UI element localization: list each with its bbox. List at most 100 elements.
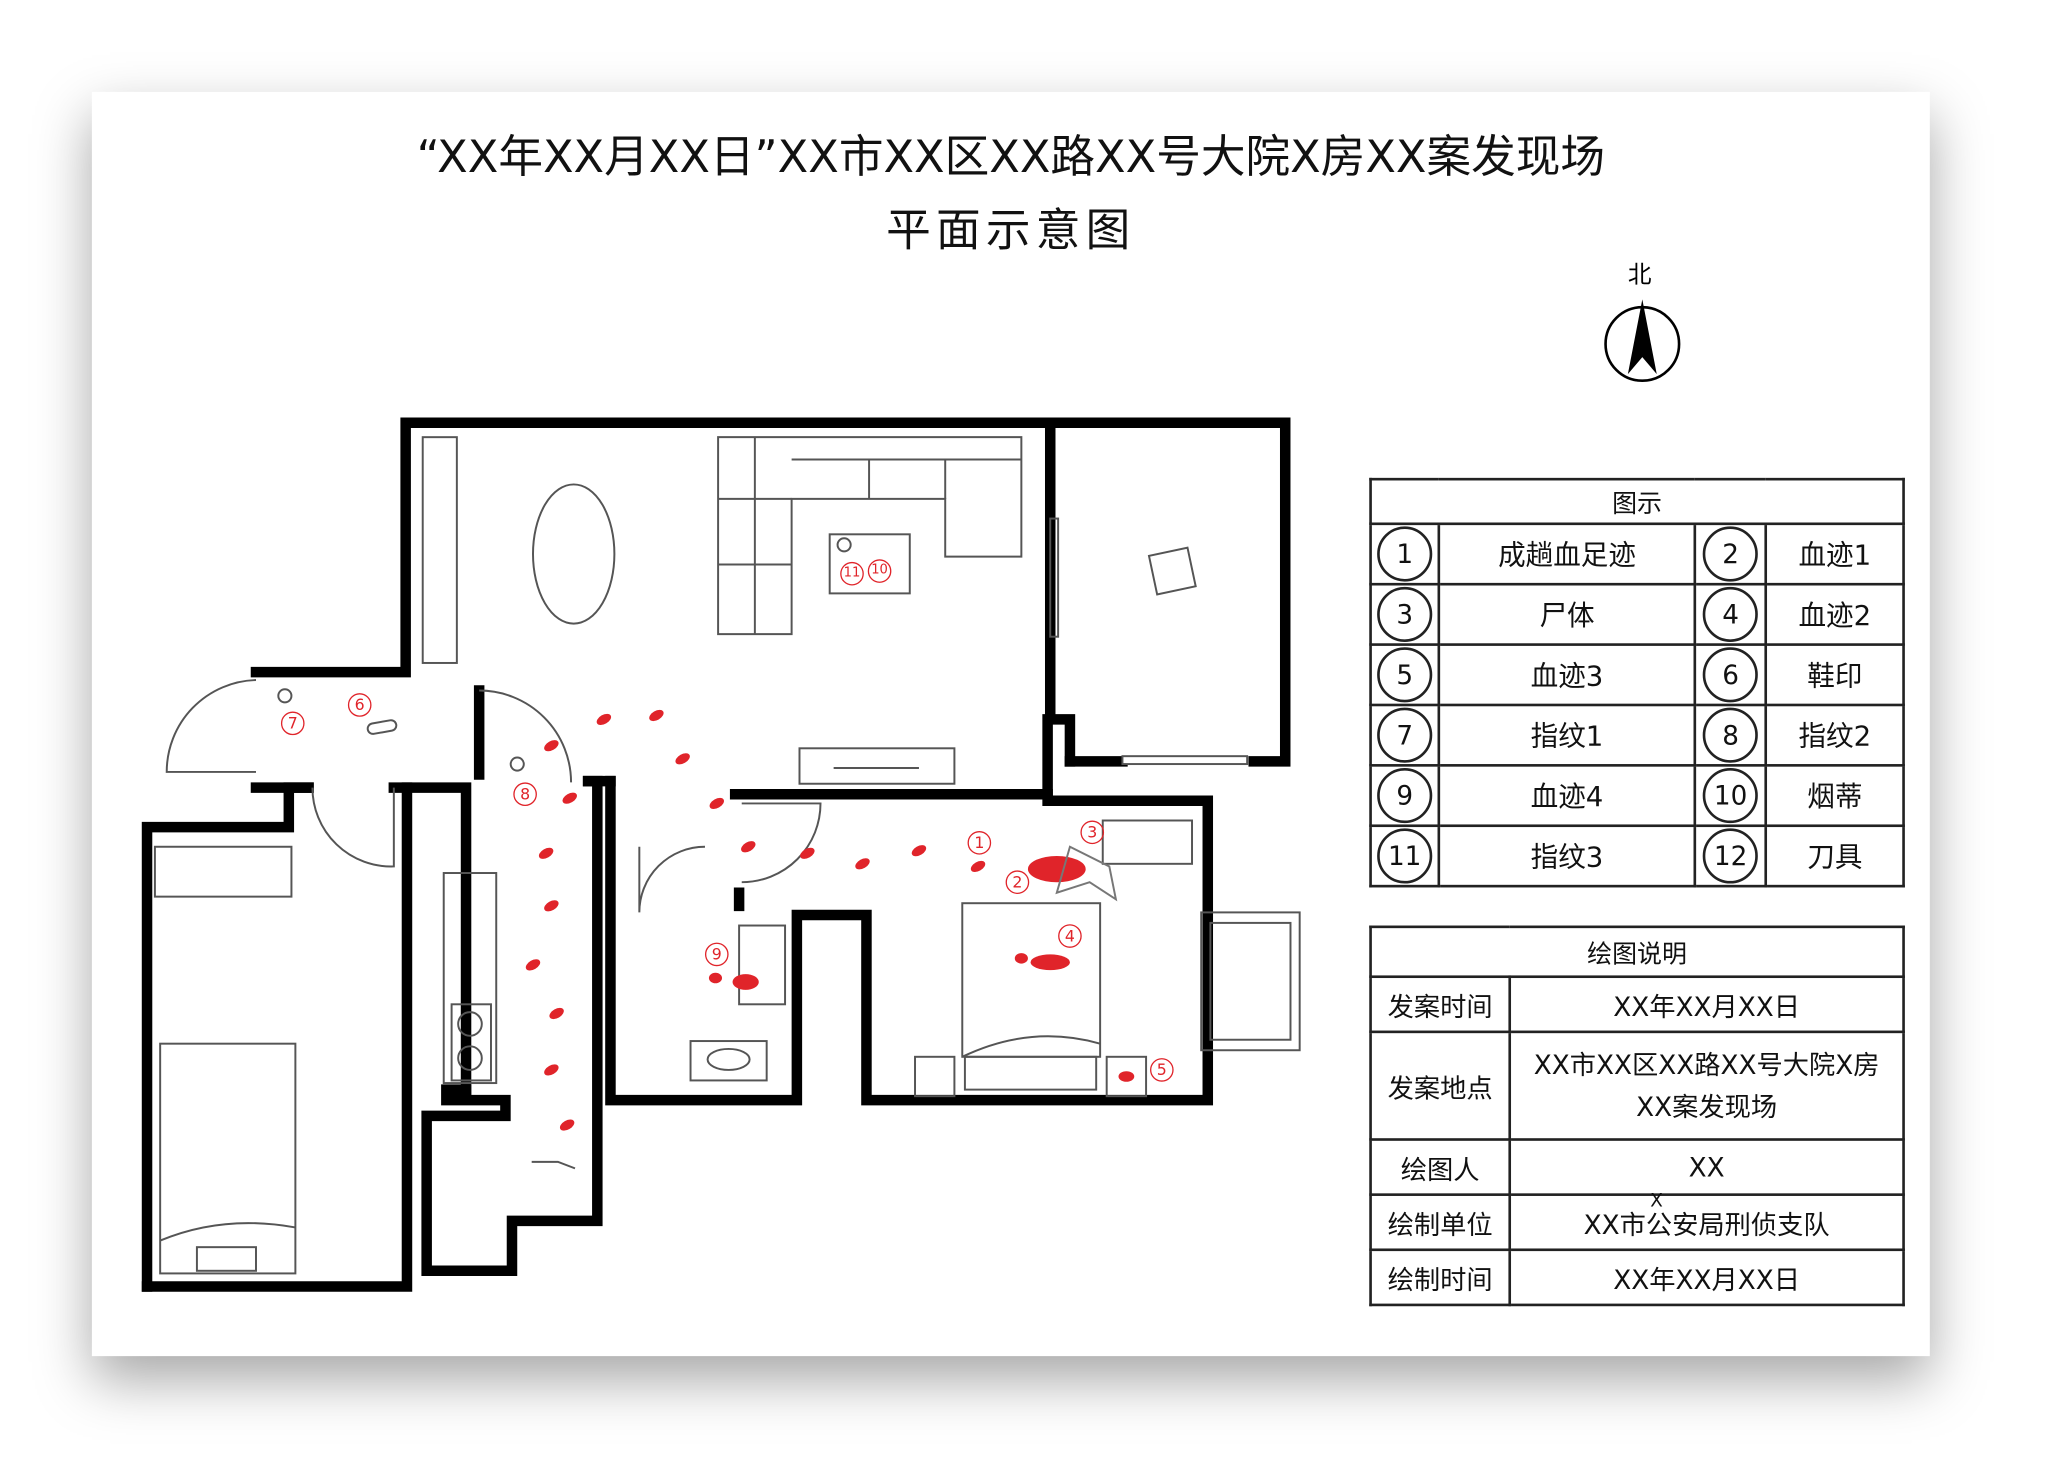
desc-value: XX年XX月XX日	[1508, 975, 1905, 1034]
legend-num: 1	[1377, 526, 1433, 582]
blood-footprint-icon	[538, 847, 554, 859]
shoe-print-icon	[366, 719, 398, 735]
legend-label: 血迹1	[1764, 522, 1905, 586]
blood-footprint-icon	[544, 900, 559, 912]
legend-num: 9	[1377, 767, 1433, 824]
evidence-marker-7: 7	[280, 711, 305, 736]
balcony-sink	[1200, 911, 1301, 1052]
legend-label: 指纹2	[1764, 703, 1905, 767]
door-swing	[165, 679, 257, 773]
window	[1121, 755, 1249, 766]
fingerprint-icon	[277, 688, 293, 704]
evidence-marker-6: 6	[347, 693, 372, 717]
blood-footprint-icon	[525, 959, 541, 971]
evidence-marker-11: 11	[840, 561, 864, 586]
coffee-table	[828, 533, 911, 595]
window	[1049, 517, 1060, 638]
blood-footprint-icon	[649, 709, 664, 722]
door-swing	[479, 689, 573, 783]
body-outline-icon	[1055, 845, 1118, 902]
desc-key: 绘图人	[1369, 1138, 1512, 1196]
sink	[738, 924, 787, 1006]
legend-num: 8	[1703, 707, 1759, 763]
legend-label: 血迹2	[1764, 582, 1905, 646]
tv-stand	[798, 747, 956, 785]
legend-num: 11	[1377, 828, 1433, 884]
legend-table: 图示 1 成趟血足迹 2 血迹1 3 尸体 4 血迹2 5 血迹3 6 鞋印 7…	[1369, 477, 1905, 888]
page-subtitle: 平面示意图	[886, 204, 1136, 258]
blood-footprint-icon	[709, 797, 724, 810]
legend-num: 10	[1703, 767, 1759, 824]
fingerprint-icon	[836, 537, 852, 553]
blood-footprint-icon	[855, 858, 870, 870]
correction-mark: X	[1650, 1190, 1663, 1212]
legend-num: 7	[1377, 707, 1433, 763]
legend-label: 成趟血足迹	[1437, 522, 1697, 586]
stove-counter	[442, 872, 498, 1085]
door-swing	[741, 802, 822, 884]
evidence-marker-8: 8	[513, 782, 537, 807]
desc-key: 绘制时间	[1369, 1248, 1512, 1307]
wardrobe	[153, 845, 293, 898]
desc-value: XX	[1508, 1138, 1905, 1196]
legend-label: 指纹3	[1437, 824, 1697, 888]
desc-value: XX市XX区XX路XX号大院X房XX案发现场	[1508, 1030, 1905, 1141]
fingerprint-icon	[509, 756, 525, 772]
blood-footprint-icon	[741, 841, 756, 853]
legend-num: 3	[1377, 586, 1433, 642]
legend-num: 4	[1703, 586, 1759, 642]
blood-stains	[708, 845, 1135, 1082]
evidence-marker-5: 5	[1150, 1058, 1174, 1082]
desc-key: 绘制单位	[1369, 1193, 1512, 1252]
desc-value: XX年XX月XX日	[1508, 1248, 1905, 1307]
north-arrow-icon	[1604, 299, 1681, 383]
legend-label: 尸体	[1437, 582, 1697, 646]
walls	[141, 417, 1291, 1292]
legend-num: 5	[1377, 647, 1433, 703]
evidence-marker-3: 3	[1080, 820, 1105, 845]
evidence-marker-2: 2	[1005, 870, 1030, 895]
legend-label: 血迹4	[1437, 764, 1697, 828]
blood-footprint-icon	[970, 860, 986, 873]
blood-footprint-icon	[675, 753, 690, 765]
page-title: “XX年XX月XX日”XX市XX区XX路XX号大院X房XX案发现场	[416, 131, 1606, 184]
blood-footprint-icon	[544, 740, 559, 752]
bed-master	[961, 902, 1102, 1058]
legend-num: 12	[1703, 828, 1759, 884]
legend-num: 6	[1703, 647, 1759, 703]
blood-footprint-icon	[562, 792, 577, 804]
legend-num: 2	[1703, 526, 1759, 582]
description-title: 绘图说明	[1369, 925, 1905, 979]
desc-key: 发案地点	[1369, 1030, 1512, 1141]
evidence-marker-1: 1	[967, 831, 992, 855]
blood-footprint-icon	[911, 845, 927, 857]
north-label: 北	[1627, 261, 1652, 289]
cabinet	[421, 436, 458, 664]
legend-label: 鞋印	[1764, 643, 1905, 707]
evidence-marker-9: 9	[704, 942, 729, 967]
desc-key: 发案时间	[1369, 975, 1512, 1034]
blood-footprint-icon	[549, 1007, 564, 1020]
toilet	[689, 1040, 768, 1082]
chair	[1147, 546, 1197, 596]
legend-label: 刀具	[1764, 824, 1905, 888]
bed-left	[159, 1042, 297, 1275]
dining-table	[532, 483, 616, 625]
blood-footprint-icon	[596, 713, 612, 726]
furniture	[153, 436, 1301, 1275]
legend-label: 指纹1	[1437, 703, 1697, 767]
legend-title: 图示	[1369, 477, 1905, 526]
desc-value: XX市公安局刑侦支队	[1583, 1208, 1830, 1240]
evidence-marker-4: 4	[1058, 924, 1082, 948]
legend-label: 烟蒂	[1764, 764, 1905, 828]
evidence-marker-10: 10	[867, 559, 892, 583]
blood-footprint-icon	[559, 1119, 575, 1131]
blood-footprint-icon	[544, 1064, 559, 1076]
blood-footprints	[525, 709, 986, 1131]
door-swing	[638, 845, 705, 913]
legend-label: 血迹3	[1437, 643, 1697, 707]
door-swing	[311, 787, 395, 868]
